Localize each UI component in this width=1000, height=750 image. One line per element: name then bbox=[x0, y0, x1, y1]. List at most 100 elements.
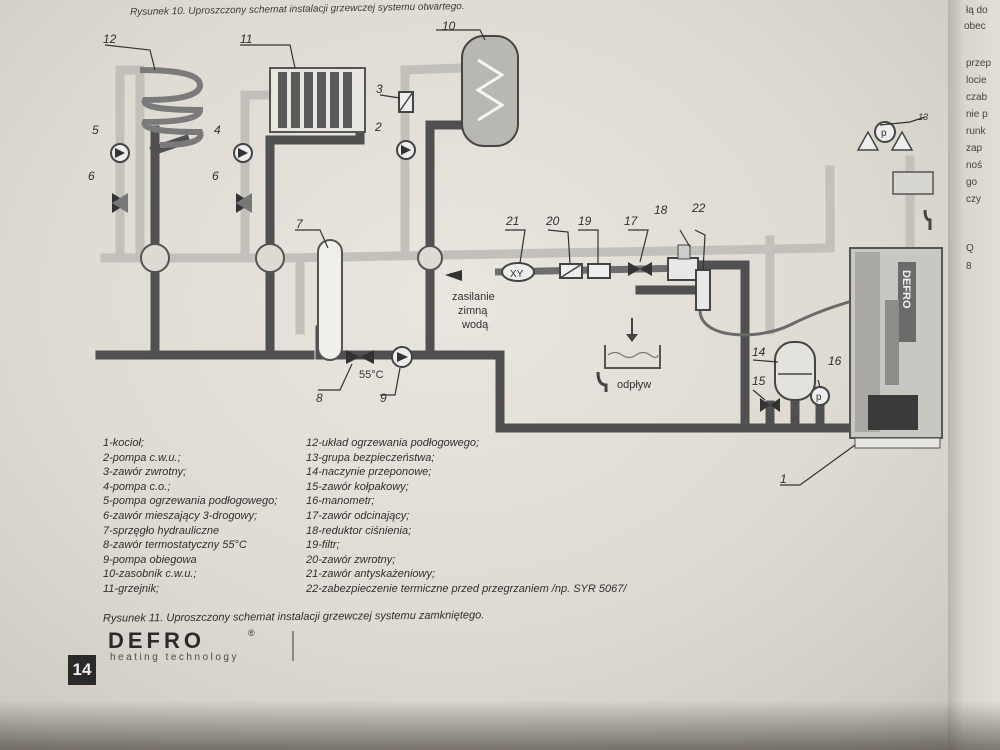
facing-page-edge: łą do obec przep locie czab nie p runk z… bbox=[948, 0, 1000, 750]
legend-item: 3-zawór zwrotny; bbox=[103, 466, 187, 479]
label-3: 3 bbox=[376, 82, 383, 96]
drain-label: odpływ bbox=[617, 379, 651, 391]
label-4: 4 bbox=[214, 123, 221, 137]
underfloor-coil bbox=[139, 67, 204, 148]
legend-item: 18-reduktor ciśnienia; bbox=[306, 524, 412, 537]
label-15: 15 bbox=[752, 374, 766, 388]
label-18: 18 bbox=[654, 203, 668, 217]
label-19: 19 bbox=[578, 214, 592, 228]
legend-item: 20-zawór zwrotny; bbox=[306, 553, 396, 566]
page-number: 14 bbox=[68, 655, 96, 685]
svg-text:p: p bbox=[881, 128, 887, 139]
logo-name: DEFRO bbox=[108, 628, 205, 653]
side-text-13: 8 bbox=[966, 261, 972, 272]
label-13: 13 bbox=[918, 112, 928, 122]
side-text-10: go bbox=[966, 177, 978, 188]
label-11: 11 bbox=[240, 32, 252, 46]
side-text-2: obec bbox=[964, 21, 986, 32]
label-20: 20 bbox=[545, 214, 560, 228]
side-text-8: zap bbox=[966, 143, 983, 154]
legend-item: 16-manometr; bbox=[306, 495, 375, 508]
legend-item: 14-naczynie przeponowe; bbox=[306, 466, 432, 479]
legend-item: 19-filtr; bbox=[306, 539, 340, 552]
label-12: 12 bbox=[103, 32, 117, 46]
boiler bbox=[849, 247, 943, 449]
supply-label-3: wodą bbox=[461, 319, 489, 331]
legend-item: 8-zawór termostatyczny 55°C bbox=[103, 539, 247, 552]
flex-hose bbox=[698, 298, 856, 337]
thermostatic-valve bbox=[346, 350, 374, 364]
legend-item: 2-pompa c.w.u.; bbox=[103, 451, 181, 464]
shutoff-valve-17 bbox=[628, 262, 652, 276]
logo-divider bbox=[292, 631, 302, 661]
mixing-valve-left bbox=[112, 193, 128, 213]
label-6-right: 6 bbox=[212, 169, 219, 183]
filter-19 bbox=[587, 263, 611, 279]
defro-logo: DEFRO ® heating technology bbox=[70, 628, 280, 668]
label-22: 22 bbox=[691, 201, 706, 215]
expansion-vessel bbox=[774, 341, 816, 401]
legend-left: 1-kocioł; 2-pompa c.w.u.; 3-zawór zwrotn… bbox=[103, 436, 277, 597]
legend-item: 6-zawór mieszający 3-drogowy; bbox=[103, 509, 258, 522]
side-text-12: Q bbox=[966, 243, 974, 254]
legend-right: 12-układ ogrzewania podłogowego; 13-grup… bbox=[306, 436, 626, 597]
legend-item: 12-układ ogrzewania podłogowego; bbox=[306, 437, 480, 449]
side-text-3: przep bbox=[966, 58, 992, 69]
legend-item: 1-kocioł; bbox=[103, 437, 144, 449]
legend-item: 9-pompa obiegowa bbox=[103, 553, 197, 566]
mixing-valve-right bbox=[236, 193, 252, 213]
label-7: 7 bbox=[296, 217, 304, 231]
component-number-labels: 1 2 3 4 5 6 6 7 8 9 10 11 12 13 14 15 16… bbox=[88, 19, 928, 486]
drain-basin bbox=[596, 318, 661, 392]
legend-item: 21-zawór antyskażeniowy; bbox=[306, 568, 436, 581]
backflow-preventer-21 bbox=[501, 262, 535, 282]
thermal-protection-22 bbox=[695, 269, 711, 311]
xy-label: XY bbox=[510, 269, 524, 280]
pump-4 bbox=[233, 143, 253, 163]
svg-text:p: p bbox=[816, 392, 822, 403]
safety-group: p bbox=[856, 121, 934, 230]
label-5: 5 bbox=[92, 123, 99, 137]
legend-item: 7-sprzęgło hydrauliczne bbox=[103, 524, 220, 537]
label-16: 16 bbox=[828, 354, 842, 368]
cap-valve bbox=[760, 398, 780, 412]
side-text-5: czab bbox=[966, 92, 988, 103]
temperature-label: 55°C bbox=[359, 369, 384, 381]
side-text-6: nie p bbox=[966, 109, 988, 120]
side-text-4: locie bbox=[966, 75, 987, 86]
legend-item: 10-zasobnik c.w.u.; bbox=[103, 568, 197, 581]
label-9: 9 bbox=[380, 391, 387, 405]
logo-registered: ® bbox=[248, 628, 255, 638]
radiator bbox=[269, 67, 366, 133]
legend-item: 13-grupa bezpieczeństwa; bbox=[306, 451, 435, 464]
side-text-7: runk bbox=[966, 126, 986, 137]
label-17: 17 bbox=[624, 214, 639, 228]
side-text-9: noś bbox=[966, 160, 983, 171]
pump-9 bbox=[391, 346, 413, 368]
pump-2 bbox=[396, 140, 416, 160]
leader-lines bbox=[104, 29, 926, 486]
boiler-brand-text: DEFRO bbox=[900, 270, 912, 309]
label-8: 8 bbox=[316, 391, 323, 405]
supply-label-1: zasilanie bbox=[452, 291, 495, 303]
label-1: 1 bbox=[780, 472, 787, 486]
legend-item: 11-grzejnik; bbox=[103, 582, 160, 595]
label-10: 10 bbox=[442, 19, 456, 33]
hot-water-tank bbox=[461, 35, 519, 147]
logo-tagline: heating technology bbox=[110, 652, 239, 663]
legend-item: 15-zawór kołpakowy; bbox=[306, 480, 409, 493]
legend-item: 5-pompa ogrzewania podłogowego; bbox=[103, 495, 278, 508]
side-text-11: czy bbox=[966, 194, 981, 205]
side-text-1: łą do bbox=[966, 5, 988, 16]
legend-item: 4-pompa c.o.; bbox=[103, 480, 171, 493]
label-21: 21 bbox=[505, 214, 519, 228]
legend-item: 17-zawór odcinający; bbox=[306, 509, 410, 522]
label-2: 2 bbox=[374, 120, 382, 134]
label-6-left: 6 bbox=[88, 169, 95, 183]
label-14: 14 bbox=[752, 345, 766, 359]
supply-label-2: zimną bbox=[458, 305, 488, 317]
pump-5 bbox=[110, 143, 130, 163]
manometer: p bbox=[810, 386, 830, 406]
